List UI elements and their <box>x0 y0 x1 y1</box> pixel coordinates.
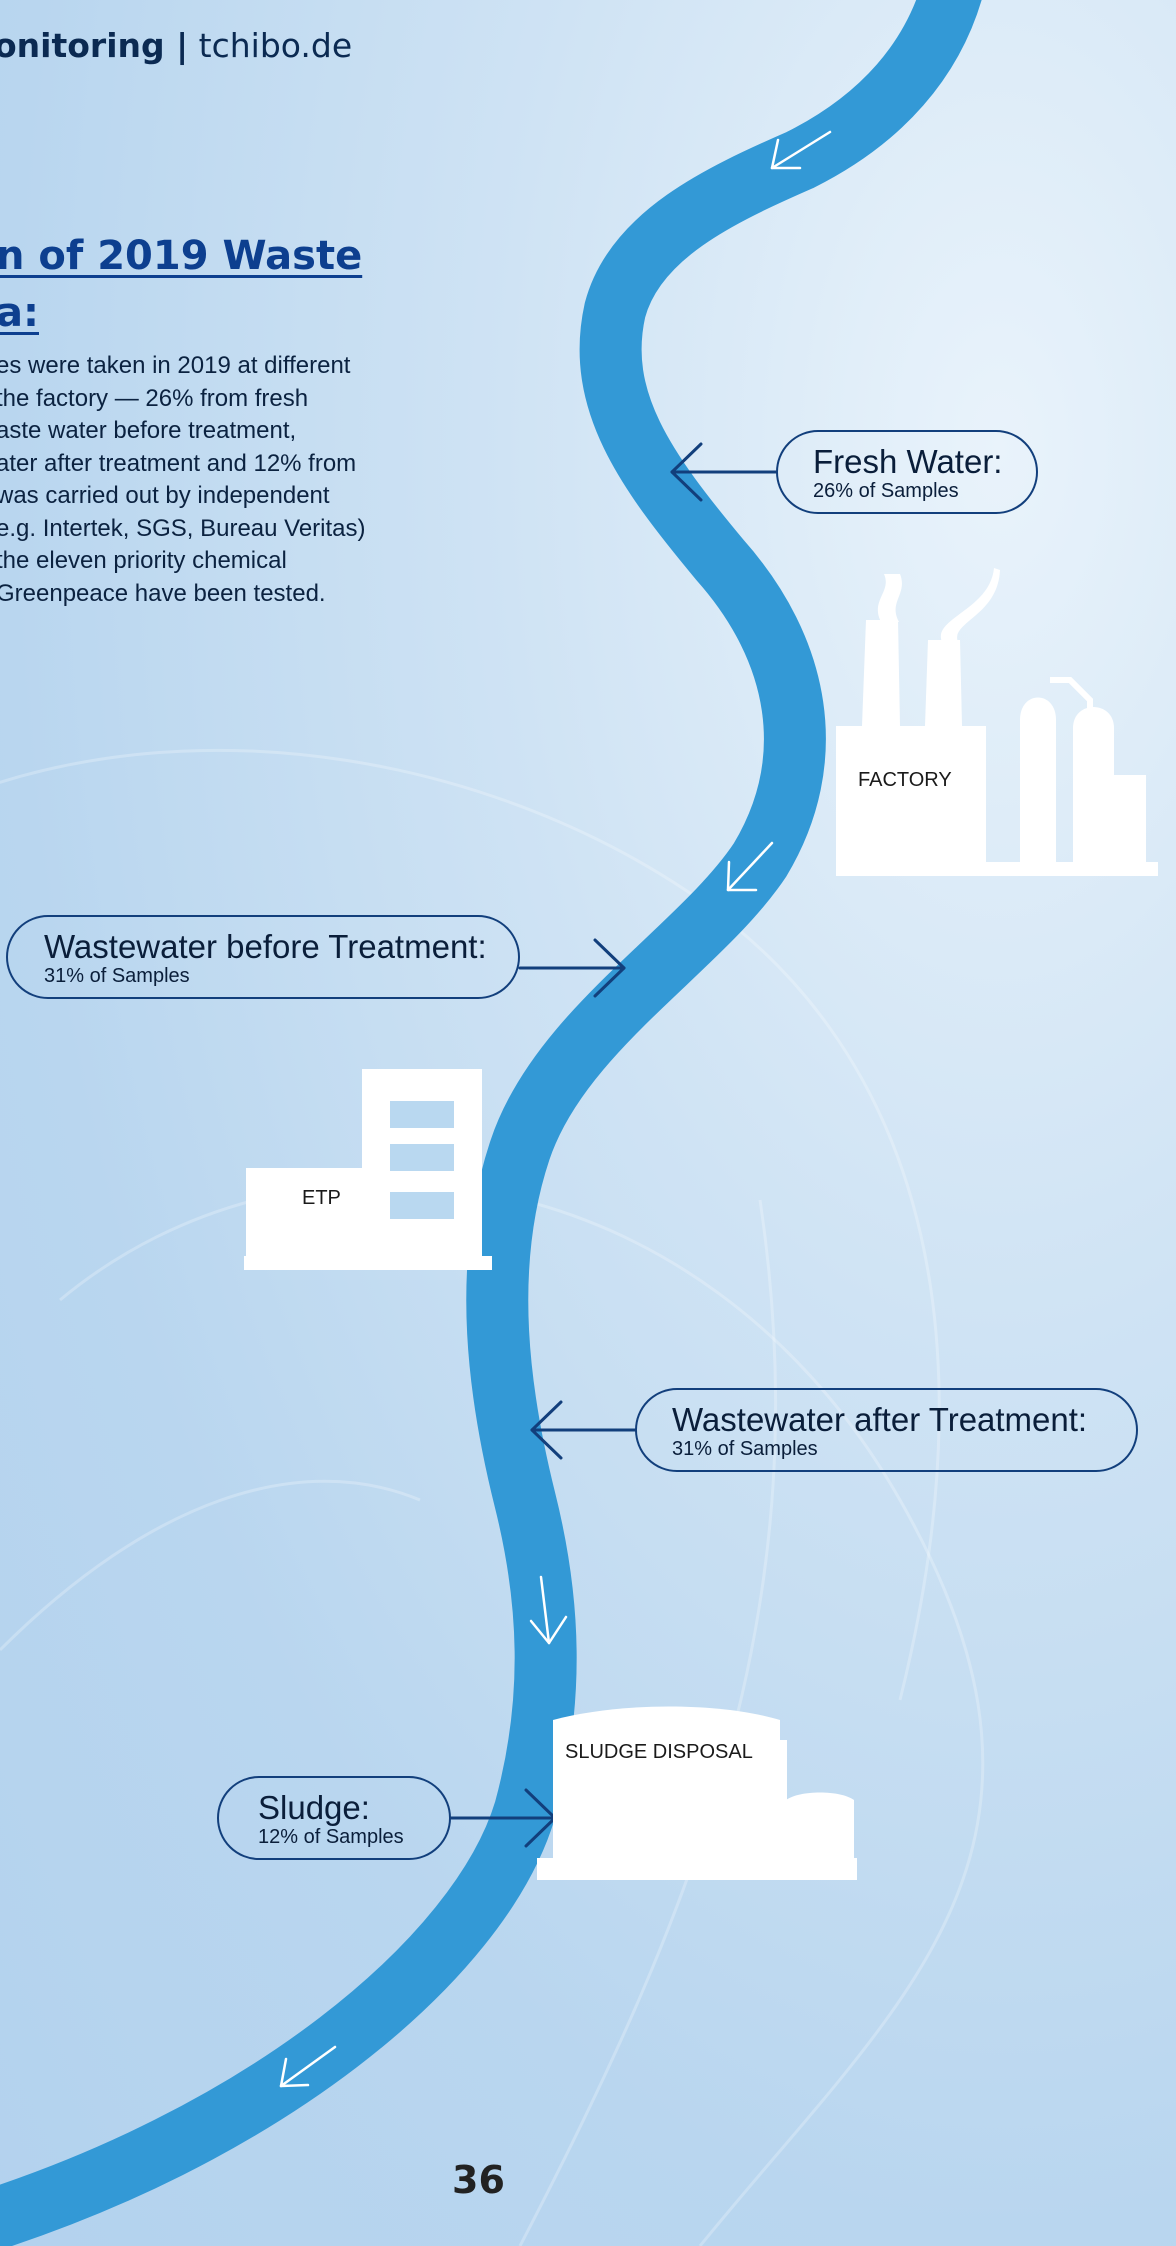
sludge-disposal-label: SLUDGE DISPOSAL <box>565 1741 753 1763</box>
wastewater-after-callout: Wastewater after Treatment: 31% of Sampl… <box>635 1388 1138 1472</box>
wastewater-before-title: Wastewater before Treatment: <box>44 928 487 965</box>
wastewater-after-share: 31% of Samples <box>672 1438 818 1460</box>
flow-arrow-icon <box>770 130 832 170</box>
factory-label: FACTORY <box>858 769 952 791</box>
section-title-line-2: a: <box>0 290 39 336</box>
wastewater-before-share: 31% of Samples <box>44 965 190 987</box>
body-line: e.g. Intertek, SGS, Bureau Veritas) <box>0 514 366 542</box>
header-site: tchibo.de <box>188 26 353 65</box>
page-header: onitoring | tchibo.de <box>0 26 352 65</box>
body-line: es were taken in 2019 at different <box>0 352 351 379</box>
fresh-water-pointer-arrow <box>670 442 778 502</box>
sludge-disposal-tank-icon <box>537 1706 857 1880</box>
body-line: the factory — 26% from fresh <box>0 384 309 412</box>
body-line: aste water before treatment, <box>0 417 297 444</box>
section-title: n of 2019 Waste a: <box>0 228 362 342</box>
water-river <box>0 0 982 2246</box>
fresh-water-title: Fresh Water: <box>813 443 1003 480</box>
body-line: the eleven priority chemical <box>0 547 287 574</box>
wastewater-after-pointer-arrow <box>530 1400 637 1460</box>
etp-building-icon <box>244 1069 492 1270</box>
wastewater-before-pointer-arrow <box>518 938 626 998</box>
factory-icon <box>836 568 1158 876</box>
flow-arrow-icon <box>529 1575 568 1645</box>
etp-label: ETP <box>302 1187 341 1209</box>
flow-arrow-icon <box>726 841 774 892</box>
body-paragraph: es were taken in 2019 at different the f… <box>0 350 396 610</box>
flow-arrow-icon <box>279 2045 337 2088</box>
sludge-share: 12% of Samples <box>258 1826 404 1848</box>
wastewater-before-callout: Wastewater before Treatment: 31% of Samp… <box>6 915 520 999</box>
section-title-line-1: n of 2019 Waste <box>0 233 363 279</box>
sludge-callout: Sludge: 12% of Samples <box>217 1776 451 1860</box>
fresh-water-share: 26% of Samples <box>813 480 959 502</box>
page-number: 36 <box>452 2158 505 2202</box>
body-line: Greenpeace have been tested. <box>0 579 326 607</box>
body-line: was carried out by independent <box>0 482 330 509</box>
fresh-water-callout: Fresh Water: 26% of Samples <box>776 430 1038 514</box>
sludge-title: Sludge: <box>258 1789 370 1826</box>
header-section: onitoring | <box>0 26 189 65</box>
wastewater-after-title: Wastewater after Treatment: <box>672 1401 1088 1438</box>
body-line: ater after treatment and 12% from <box>0 449 357 477</box>
